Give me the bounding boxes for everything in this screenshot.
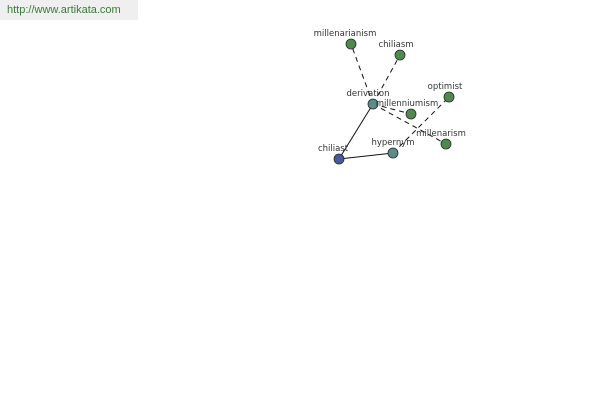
edge-chiliast-hypernym [338, 152, 394, 160]
graph-edges [338, 43, 450, 160]
label-millenniumism[interactable]: millenniumism [376, 99, 438, 109]
label-derivation[interactable]: derivation [346, 89, 389, 99]
node-derivation[interactable] [367, 98, 379, 110]
edge-chiliast-derivation [338, 103, 374, 160]
edge-hypernym-optimist [392, 96, 450, 154]
label-millenarianism[interactable]: millenarianism [314, 29, 377, 39]
label-millenarism[interactable]: millenarism [416, 129, 466, 139]
label-optimist[interactable]: optimist [428, 82, 463, 92]
edge-derivation-millenarianism [350, 43, 374, 105]
node-millenniumism[interactable] [405, 108, 417, 120]
label-chiliast[interactable]: chiliast [318, 144, 349, 154]
node-optimist[interactable] [443, 91, 455, 103]
node-hypernym[interactable] [387, 147, 399, 159]
label-hypernym[interactable]: hypernym [371, 138, 414, 148]
node-chiliasm[interactable] [394, 49, 406, 61]
graph-nodes [333, 38, 455, 165]
label-chiliasm[interactable]: chiliasm [378, 40, 413, 50]
node-millenarianism[interactable] [345, 38, 357, 50]
watermark-link[interactable]: http://www.artikata.com [0, 0, 138, 20]
edge-derivation-millenarism [372, 103, 447, 145]
node-millenarism[interactable] [440, 138, 452, 150]
edge-derivation-millenniumism [372, 103, 412, 115]
graph-labels: chiliast derivation hypernym millenarianism… [314, 29, 466, 154]
node-chiliast[interactable] [333, 153, 345, 165]
edge-derivation-chiliasm [372, 54, 401, 105]
